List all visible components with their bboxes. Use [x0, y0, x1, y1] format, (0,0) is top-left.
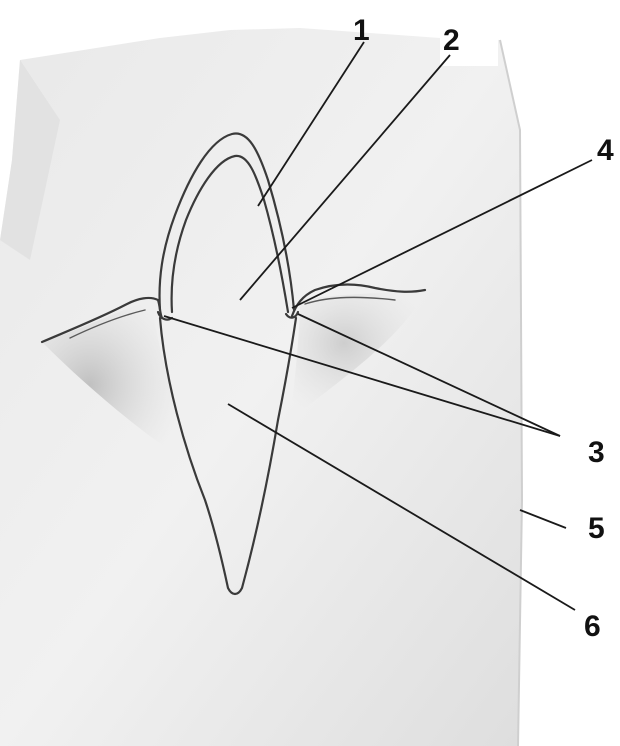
label-6: 6 [584, 610, 601, 643]
label-1: 1 [353, 14, 370, 47]
paper-sheet [0, 28, 522, 746]
label-3: 3 [588, 436, 605, 469]
label-2: 2 [443, 24, 460, 57]
leader-line-5 [520, 510, 566, 528]
label-5: 5 [588, 512, 605, 545]
label-4: 4 [597, 134, 614, 167]
